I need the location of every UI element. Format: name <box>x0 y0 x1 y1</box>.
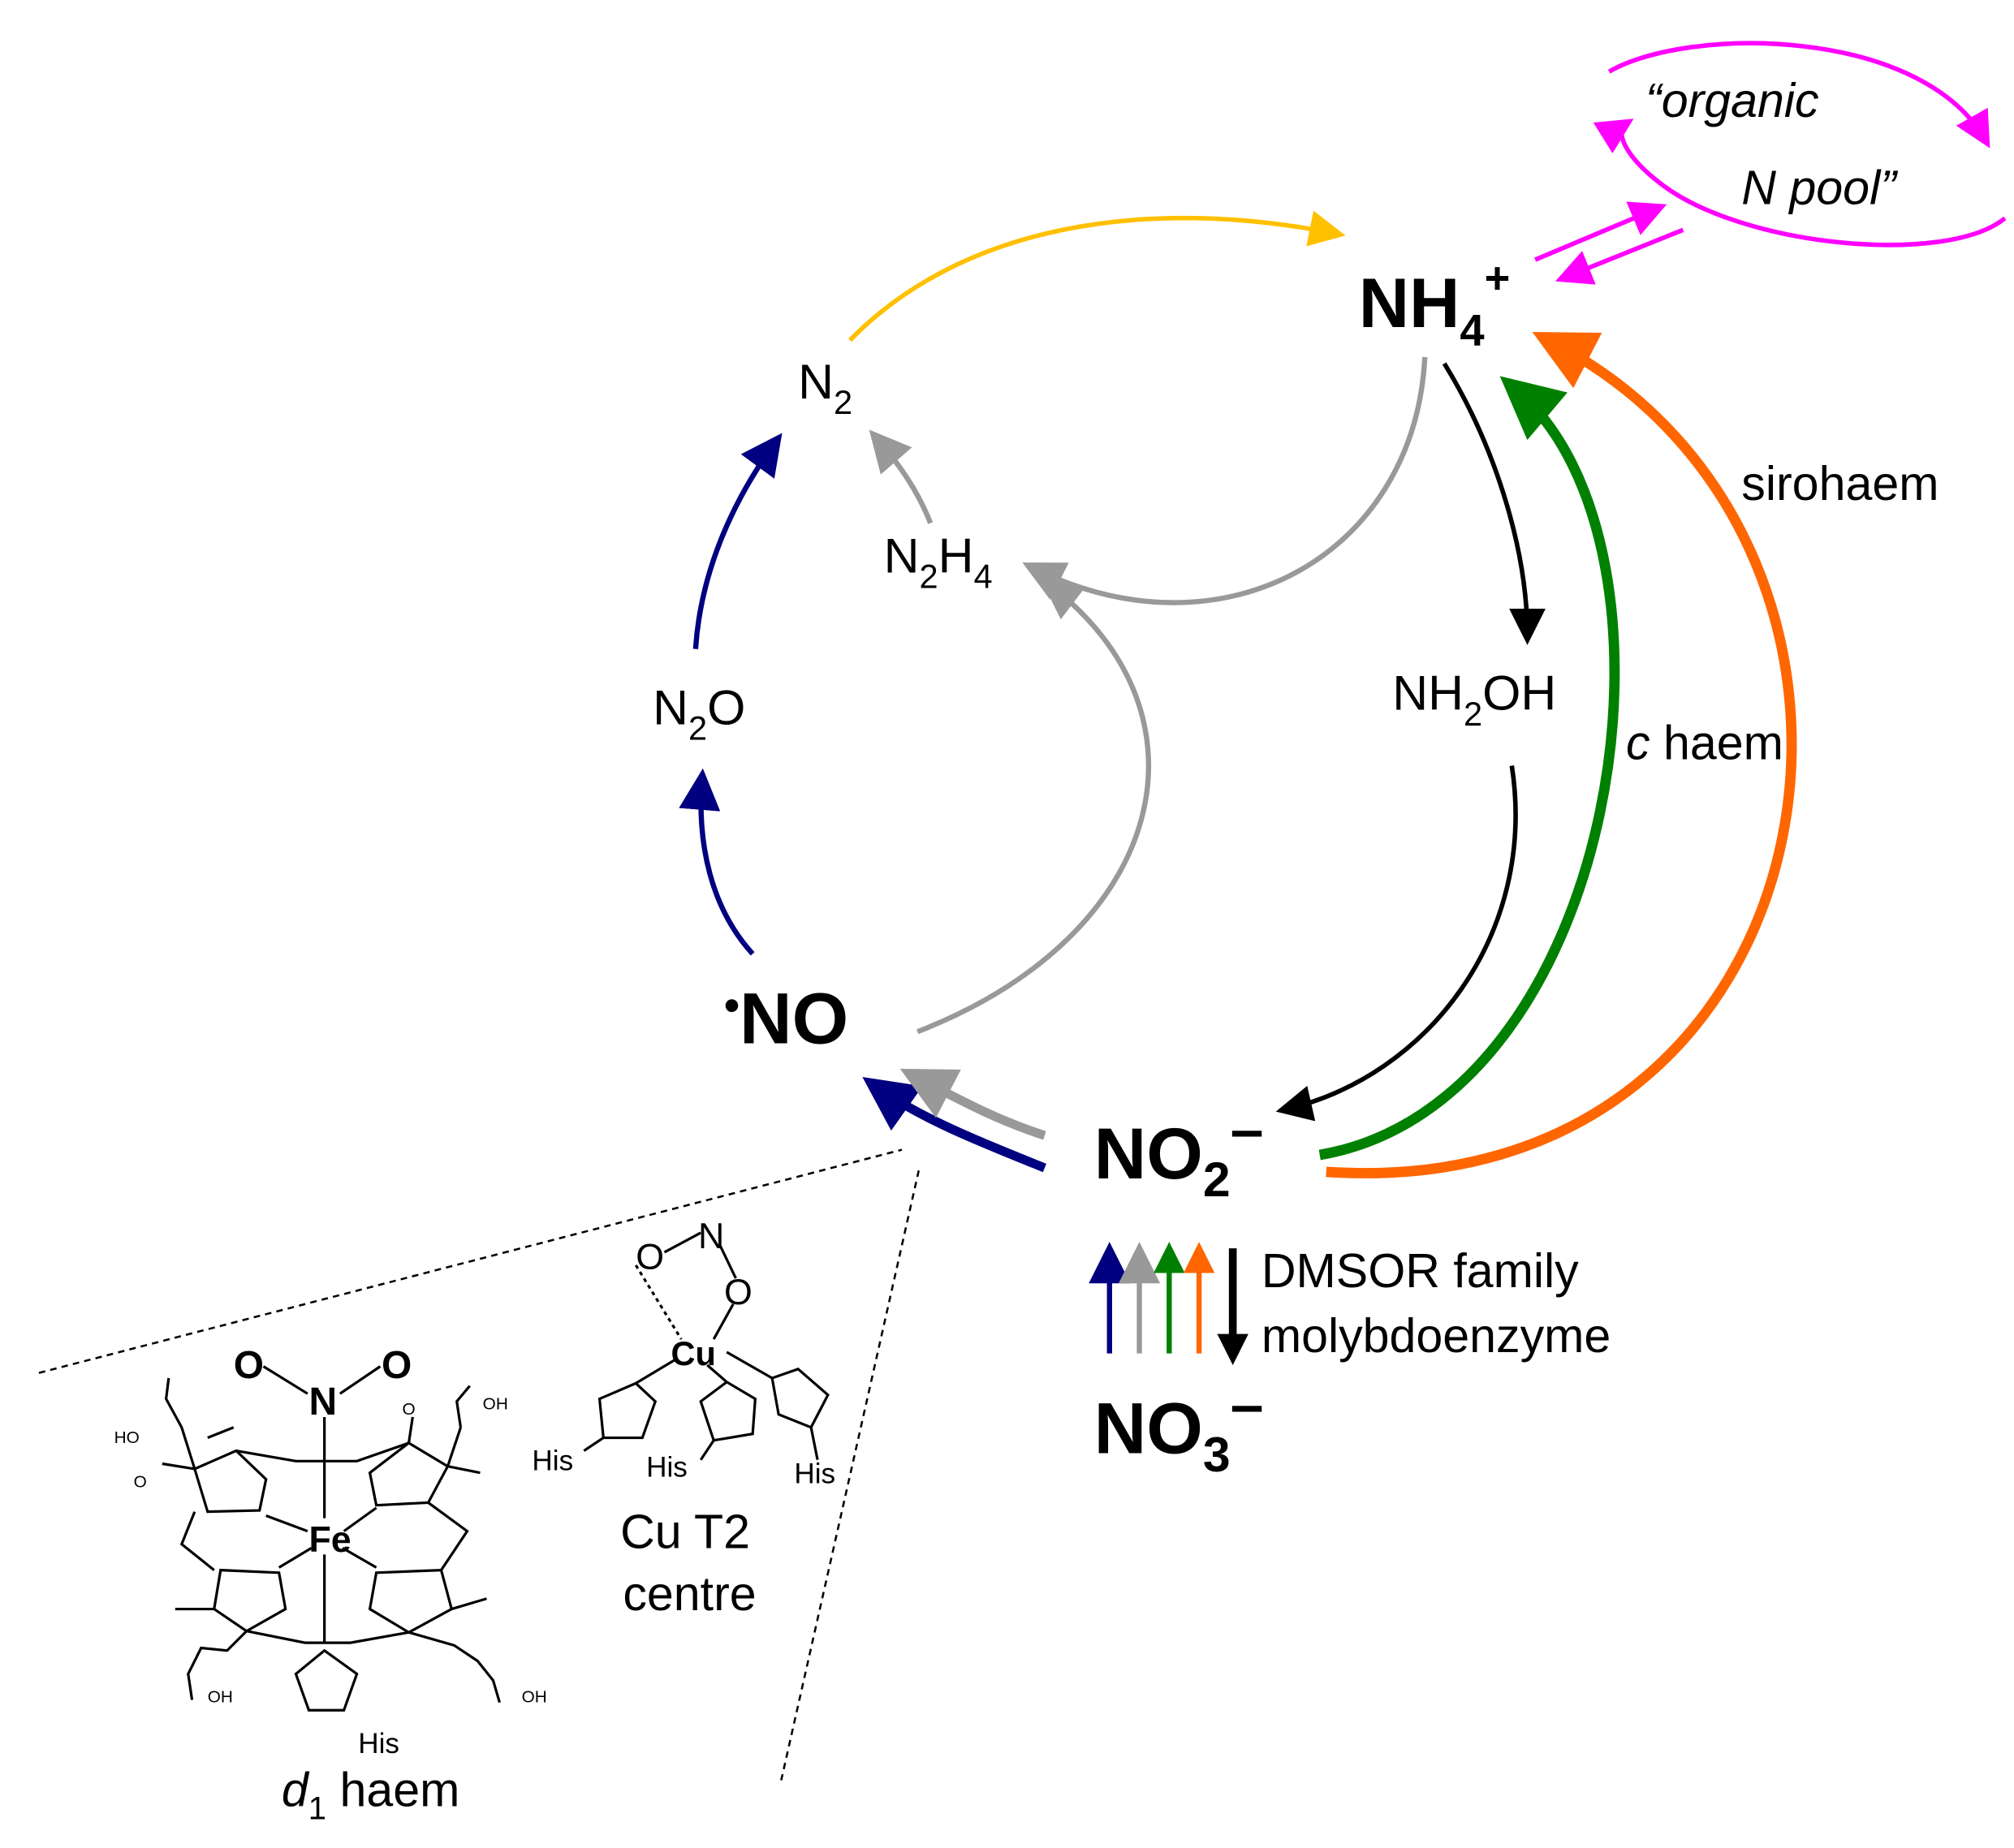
d1-atom-o-left: O <box>234 1344 264 1387</box>
d1-haem-structure <box>162 1365 501 1712</box>
d1-atom-n-nitrite: N <box>308 1381 337 1424</box>
cu-t2-structure <box>583 1231 830 1461</box>
d1-atom-o-right: O <box>382 1344 412 1387</box>
d1-atom-his: His <box>358 1728 399 1760</box>
arrow-organic-loop-left <box>1593 118 2007 248</box>
label-d1-haem: d1 haem <box>282 1763 459 1827</box>
arrow-no2-to-no-navy <box>862 1077 1046 1173</box>
organic-pool-line2: N pool” <box>1741 160 1898 214</box>
arrow-organic-to-nh4 <box>1555 227 1684 285</box>
cu-atom-n: N <box>698 1216 724 1256</box>
d1-atom-fe: Fe <box>308 1519 351 1560</box>
label-c-haem: c haem <box>1626 715 1783 769</box>
arrow-nh2oh-to-no2 <box>1275 765 1518 1122</box>
species-nh2oh: NH2OH <box>1392 666 1556 733</box>
arrow-n2h4-to-n2 <box>869 429 934 524</box>
species-n2o: N2O <box>653 679 745 747</box>
label-cu-t2-line1: Cu T2 <box>620 1504 750 1558</box>
cu-atom-o-right: O <box>724 1272 753 1312</box>
arrow-nh4-to-nh2oh <box>1442 362 1546 645</box>
label-dmsor-line1: DMSOR family <box>1261 1243 1579 1298</box>
arrow-no2-to-no3-black-head <box>1217 1333 1249 1366</box>
cu-atom-cu: Cu <box>671 1334 715 1372</box>
arrow-no2-to-nh4-green <box>1318 376 1620 1161</box>
organic-pool-line1: “organic <box>1645 73 1819 127</box>
cu-atom-his-middle: His <box>646 1451 688 1483</box>
d1-atom-oh-bottom-right: OH <box>522 1688 547 1707</box>
species-nh4: NH4+ <box>1359 254 1511 355</box>
arrow-no-to-n2h4 <box>916 577 1152 1035</box>
arrow-nh4-to-n2h4 <box>1022 356 1428 605</box>
species-no3: NO3– <box>1094 1371 1264 1483</box>
d1-atom-o-ketone-left: O <box>134 1472 147 1491</box>
label-sirohaem: sirohaem <box>1741 456 1939 510</box>
callout-line-left <box>38 1148 903 1374</box>
arrow-organic-loop-right <box>1607 41 1990 149</box>
cu-atom-his-right: His <box>794 1458 835 1489</box>
arrow-no2-to-no-gray <box>899 1068 1046 1140</box>
cu-t2-atoms: O N O Cu His His His <box>532 1216 835 1489</box>
species-n2: N2 <box>798 354 852 421</box>
arrow-n2o-to-n2 <box>692 433 783 649</box>
species-n2h4: N2H4 <box>884 528 993 595</box>
arrow-no2-to-nh4-orange <box>1326 331 1797 1178</box>
species-no: •NO <box>724 978 848 1059</box>
label-dmsor-line2: molybdoenzyme <box>1261 1308 1611 1363</box>
d1-haem-atoms: O N O Fe His HO O OH O OH OH <box>114 1344 547 1760</box>
cu-atom-his-left: His <box>532 1445 573 1477</box>
species-no2: NO2– <box>1094 1096 1264 1208</box>
d1-atom-o-ketone-right: O <box>403 1400 416 1419</box>
arrow-nh4-to-organic <box>1534 201 1667 262</box>
arrow-n2-to-nh4 <box>848 210 1346 342</box>
label-cu-t2-line2: centre <box>623 1566 756 1621</box>
d1-atom-ho: HO <box>114 1428 140 1447</box>
cu-atom-o-left: O <box>636 1237 664 1277</box>
arrow-no-to-n2o <box>679 768 755 956</box>
d1-atom-oh-top-right: OH <box>483 1394 508 1413</box>
d1-atom-oh-bottom-left: OH <box>208 1688 233 1707</box>
